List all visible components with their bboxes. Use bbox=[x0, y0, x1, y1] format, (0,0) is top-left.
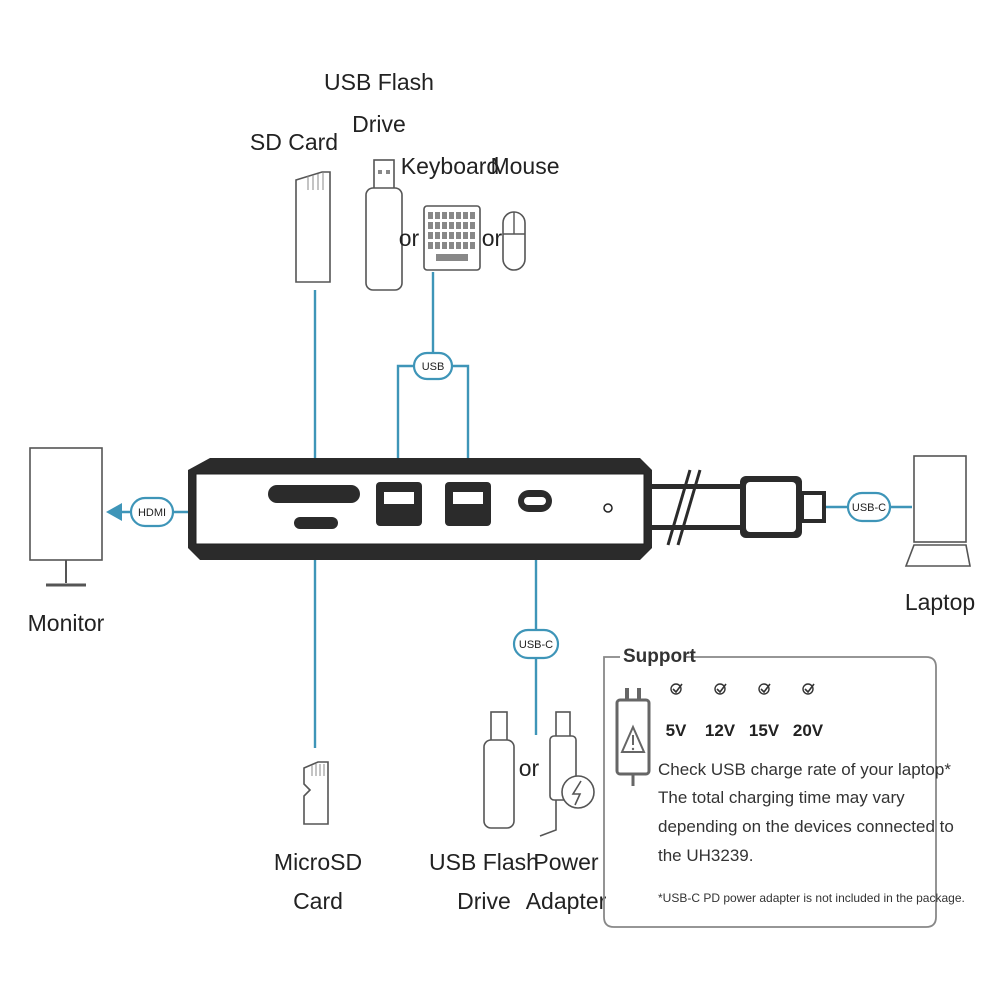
usb-hub bbox=[188, 458, 826, 560]
usb-a-port-1-tongue bbox=[384, 492, 414, 504]
or-label-3: or bbox=[519, 755, 540, 781]
power-adapter-warning-icon bbox=[615, 688, 651, 786]
usbc-laptop-badge-text: USB-C bbox=[852, 502, 886, 514]
usb-flash-bottom-label-line1: USB Flash bbox=[429, 849, 539, 875]
monitor-label: Monitor bbox=[28, 610, 105, 636]
power-adapter-label-line2: Adapter bbox=[526, 888, 607, 914]
usb-flash-drive-top-icon bbox=[365, 159, 403, 291]
check-icon bbox=[670, 683, 682, 695]
support-line-1: Check USB charge rate of your laptop* bbox=[658, 760, 951, 779]
hdmi-badge: HDMI bbox=[129, 496, 175, 528]
keyboard-key bbox=[463, 232, 468, 239]
keyboard-key bbox=[456, 222, 461, 229]
keyboard-key bbox=[470, 212, 475, 219]
microsd-label-line2: Card bbox=[293, 888, 343, 914]
keyboard-key bbox=[449, 242, 454, 249]
keyboard-spacebar bbox=[436, 254, 468, 261]
support-footnote: *USB-C PD power adapter is not included … bbox=[658, 891, 965, 905]
led-indicator bbox=[603, 503, 613, 513]
keyboard-key bbox=[435, 232, 440, 239]
voltage-item-0: 5V bbox=[666, 683, 687, 740]
keyboard-key bbox=[428, 222, 433, 229]
keyboard-key bbox=[449, 222, 454, 229]
microsd-label-line1: MicroSD bbox=[274, 849, 362, 875]
support-line-3: depending on the devices connected to bbox=[658, 817, 954, 836]
microsd-card-icon bbox=[303, 761, 329, 825]
keyboard-key bbox=[470, 232, 475, 239]
voltage-item-3: 20V bbox=[793, 683, 824, 740]
mouse-label: Mouse bbox=[490, 153, 559, 179]
hdmi-arrow bbox=[106, 503, 122, 521]
usb-flash-drive-bottom-icon bbox=[483, 711, 515, 829]
laptop-icon bbox=[904, 455, 971, 567]
usb-badge-text: USB bbox=[422, 361, 445, 373]
check-icon bbox=[758, 683, 770, 695]
usbc-power-badge: USB-C bbox=[512, 628, 560, 660]
voltage-item-1: 12V bbox=[705, 683, 736, 740]
hub-cable-inner bbox=[652, 489, 740, 525]
keyboard-key bbox=[456, 212, 461, 219]
usb-badge: USB bbox=[412, 351, 454, 381]
keyboard-key bbox=[435, 222, 440, 229]
usbc-power-badge-text: USB-C bbox=[519, 639, 553, 651]
laptop-label: Laptop bbox=[905, 589, 975, 615]
cable-break-2 bbox=[676, 469, 702, 546]
cable-break-1 bbox=[666, 469, 692, 546]
support-panel: Support 5V 12V 15V bbox=[603, 646, 965, 928]
support-frame bbox=[603, 656, 937, 928]
check-icon bbox=[714, 683, 726, 695]
keyboard-key bbox=[442, 232, 447, 239]
support-line-2: The total charging time may vary bbox=[658, 788, 905, 807]
usbc-laptop-badge: USB-C bbox=[846, 491, 892, 523]
voltage-5v: 5V bbox=[666, 721, 687, 740]
keyboard-key bbox=[456, 242, 461, 249]
usb-c-port-inner bbox=[524, 497, 546, 505]
keyboard-key bbox=[435, 212, 440, 219]
voltage-15v: 15V bbox=[749, 721, 780, 740]
keyboard-key bbox=[463, 222, 468, 229]
usb-flash-top-label-line1: USB Flash bbox=[324, 69, 434, 95]
voltage-20v: 20V bbox=[793, 721, 824, 740]
sd-card-slot bbox=[268, 485, 360, 503]
power-adapter-label-line1: Power bbox=[533, 849, 599, 875]
keyboard-key bbox=[470, 242, 475, 249]
keyboard-key bbox=[470, 222, 475, 229]
keyboard-key bbox=[463, 212, 468, 219]
usb-c-plug-face bbox=[746, 482, 796, 532]
power-adapter-icon bbox=[539, 711, 595, 837]
sd-card-label: SD Card bbox=[250, 129, 338, 155]
keyboard-key bbox=[463, 242, 468, 249]
usb-flash-bottom-label-line2: Drive bbox=[457, 888, 511, 914]
or-label-1: or bbox=[399, 225, 420, 251]
keyboard-label: Keyboard bbox=[401, 153, 499, 179]
usb-c-plug-tip-inner bbox=[804, 495, 822, 519]
microsd-slot bbox=[294, 517, 338, 529]
keyboard-key bbox=[442, 242, 447, 249]
or-label-2: or bbox=[482, 225, 503, 251]
keyboard-key bbox=[428, 242, 433, 249]
usb-a-port-2-tongue bbox=[453, 492, 483, 504]
support-title: Support bbox=[623, 646, 696, 667]
support-line-4: the UH3239. bbox=[658, 846, 753, 865]
usb-flash-top-label-line2: Drive bbox=[352, 111, 406, 137]
keyboard-icon bbox=[423, 205, 481, 271]
hdmi-badge-text: HDMI bbox=[138, 507, 166, 519]
sd-card-icon bbox=[295, 171, 331, 283]
keyboard-key bbox=[442, 222, 447, 229]
keyboard-key bbox=[456, 232, 461, 239]
keyboard-key bbox=[435, 242, 440, 249]
check-icon bbox=[802, 683, 814, 695]
voltage-item-2: 15V bbox=[749, 683, 780, 740]
keyboard-key bbox=[442, 212, 447, 219]
voltage-12v: 12V bbox=[705, 721, 736, 740]
mouse-icon bbox=[502, 211, 526, 271]
keyboard-key bbox=[449, 212, 454, 219]
keyboard-key bbox=[449, 232, 454, 239]
keyboard-key bbox=[428, 232, 433, 239]
keyboard-key bbox=[428, 212, 433, 219]
monitor-icon bbox=[29, 447, 103, 587]
